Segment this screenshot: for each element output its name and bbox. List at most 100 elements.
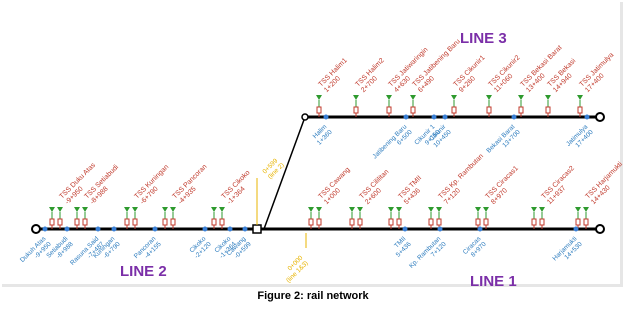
tss-icon (428, 207, 434, 212)
station-node-line3 (403, 114, 409, 120)
station-label-line1: Kp. Rambutan7+120 (408, 235, 448, 275)
line-title-line3: LINE 3 (460, 30, 507, 47)
station-node-line1 (477, 226, 483, 232)
tss-label-line3: TSS Cikunir211+060 (487, 54, 527, 94)
station-node-line1 (437, 226, 443, 232)
tss-breaker (316, 218, 322, 226)
tss-breaker (357, 218, 363, 226)
tss-marker-line1 (436, 207, 442, 229)
tss-icon (475, 207, 481, 212)
tss-marker-line1 (575, 207, 581, 229)
station-label-line1: Harjamukti14+530 (551, 235, 583, 267)
station-label-line1: TMII5+436 (390, 235, 413, 258)
tss-breaker (518, 106, 524, 114)
tss-icon (436, 207, 442, 212)
tss-icon (545, 95, 551, 100)
tss-breaker (211, 218, 217, 226)
tss-icon (349, 207, 355, 212)
labels: 0+599(line 2)0+000(line 1&3)TSS Duku Ata… (19, 30, 624, 290)
tss-icon (396, 207, 402, 212)
tss-marker-line1 (308, 207, 314, 229)
tss-label-line1: TSS Ciracas18+970 (484, 165, 525, 206)
tss-breaker (386, 106, 392, 114)
branch-track (263, 116, 306, 230)
tss-label-line1: TSS Cawang1+000 (317, 166, 357, 206)
tss-breaker (577, 106, 583, 114)
tss-icon (483, 207, 489, 212)
tss-label-line1: TSS Kp. Rambutan7+120 (437, 153, 490, 206)
rail-network-diagram: 0+599(line 2)0+000(line 1&3)TSS Duku Ata… (19, 30, 624, 290)
tss-marker-line3 (316, 95, 322, 117)
tss-marker-line3 (486, 95, 492, 117)
tss-icon (219, 207, 225, 212)
tss-icon (531, 207, 537, 212)
tss-icon (357, 207, 363, 212)
tss-icon (308, 207, 314, 212)
station-label-line2: Pancoran-4+155 (133, 235, 163, 265)
tss-icon (49, 207, 55, 212)
tss-icon (170, 207, 176, 212)
tss-label-line1: TSS TMII5+436 (397, 175, 428, 206)
markers (31, 95, 605, 248)
station-label-line3: Bekasi Barat13+700 (485, 123, 522, 160)
station-node-line2 (152, 226, 158, 232)
station-node-line3 (584, 114, 590, 120)
station-node-line1 (573, 226, 579, 232)
station-node-line3 (323, 114, 329, 120)
end-stop (595, 112, 605, 122)
station-label-line3: Jatimulya17+400 (565, 123, 595, 153)
tss-marker-line3 (353, 95, 359, 117)
tss-icon (575, 207, 581, 212)
tss-icon (211, 207, 217, 212)
station-node-line3 (511, 114, 517, 120)
station-node-line2 (95, 226, 101, 232)
tss-icon (82, 207, 88, 212)
tss-icon (539, 207, 545, 212)
tss-label-line1-line: TSS Kp. Rambutan (437, 153, 485, 201)
tss-marker-line1 (539, 207, 545, 229)
station-label-line2: Cikoko-2+120 (188, 235, 213, 260)
tss-icon (583, 207, 589, 212)
tss-marker-line1 (583, 207, 589, 229)
branch-node (301, 113, 309, 121)
tss-marker-line1 (357, 207, 363, 229)
tss-marker-line2 (170, 207, 176, 229)
tss-breaker (219, 218, 225, 226)
tss-breaker (583, 218, 589, 226)
tss-icon (353, 95, 359, 100)
tss-icon (388, 207, 394, 212)
tss-marker-line3 (518, 95, 524, 117)
tss-marker-line2 (162, 207, 168, 229)
tss-marker-line3 (386, 95, 392, 117)
tss-label-line2: TSS Kuningan-6+790 (133, 163, 176, 206)
tss-icon (124, 207, 130, 212)
tss-breaker (396, 218, 402, 226)
tss-icon (410, 95, 416, 100)
tss-label-line2: TSS Cikoko-1+364 (220, 169, 257, 206)
tss-label-line3: TSS Bekasi14+940 (546, 57, 583, 94)
tss-breaker (545, 106, 551, 114)
station-node-line3 (442, 114, 448, 120)
station-node-line2 (111, 226, 117, 232)
tss-icon (518, 95, 524, 100)
tss-marker-line2 (211, 207, 217, 229)
station-node-line2 (64, 226, 70, 232)
tss-marker-line2 (49, 207, 55, 229)
tss-label-line1: TSS Cililitan2+600 (358, 168, 396, 206)
tss-icon (57, 207, 63, 212)
tss-marker-line3 (410, 95, 416, 117)
tss-marker-line2 (124, 207, 130, 229)
tss-icon (577, 95, 583, 100)
tss-breaker (436, 218, 442, 226)
tss-breaker (388, 218, 394, 226)
line-title-line1: LINE 1 (470, 273, 517, 290)
tss-marker-line2 (132, 207, 138, 229)
tss-icon (74, 207, 80, 212)
tss-icon (451, 95, 457, 100)
tss-breaker (353, 106, 359, 114)
tss-breaker (575, 218, 581, 226)
tss-label-line3: TSS Halim22+700 (354, 57, 391, 94)
station-node-line2 (227, 226, 233, 232)
tss-breaker (483, 218, 489, 226)
tss-marker-line1 (483, 207, 489, 229)
